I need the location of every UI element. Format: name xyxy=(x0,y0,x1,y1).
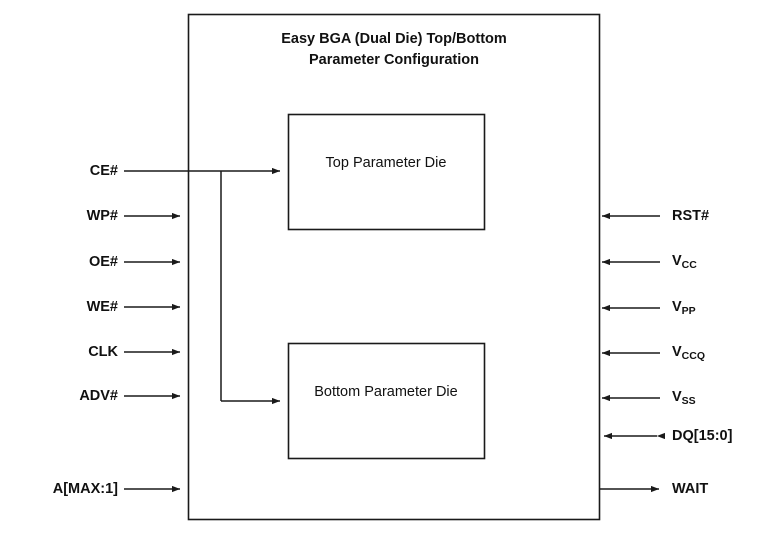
pin-label-we: WE# xyxy=(86,299,118,315)
pin-label-vpp: VPP xyxy=(672,299,696,317)
top-parameter-die-block xyxy=(287,113,486,231)
pin-label-vpp-sub: PP xyxy=(681,305,696,317)
pin-label-clk: CLK xyxy=(88,344,118,360)
pin-label-oe: OE# xyxy=(88,254,118,270)
pin-label-wait-base: WAIT xyxy=(672,481,709,497)
pin-label-wait: WAIT xyxy=(672,482,708,497)
package-title-line-2: Parameter Configuration xyxy=(309,52,479,69)
pin-label-vccq: VCCQ xyxy=(672,344,706,362)
bottom-die-label: Bottom Parameter Die xyxy=(314,384,458,400)
pin-label-vcc-sub: CC xyxy=(681,259,697,271)
pin-label-rst: RST# xyxy=(672,209,709,224)
pin-label-vss-sub: SS xyxy=(681,395,696,407)
pin-label-vcc-base: V xyxy=(672,253,682,269)
pin-label-vss: VSS xyxy=(672,389,696,407)
pin-label-adv: ADV# xyxy=(79,388,118,404)
pin-label-ce: CE# xyxy=(89,163,118,179)
pin-label-vss-base: V xyxy=(672,389,682,405)
package-title-line-1: Easy BGA (Dual Die) Top/Bottom xyxy=(281,31,507,47)
pin-label-vccq-sub: CCQ xyxy=(681,350,706,362)
pin-label-rst-base: RST# xyxy=(672,208,710,224)
pin-label-dq-base: DQ[15:0] xyxy=(672,428,733,444)
bottom-parameter-die-block xyxy=(287,342,486,460)
pin-label-vcc: VCC xyxy=(672,253,697,271)
pin-label-amax: A[MAX:1] xyxy=(52,481,118,497)
signal-line-ce xyxy=(124,167,281,405)
top-die-label: Top Parameter Die xyxy=(325,155,447,171)
pin-label-dq: DQ[15:0] xyxy=(672,429,732,444)
pin-label-wp: WP# xyxy=(86,208,118,224)
pin-label-vpp-base: V xyxy=(672,299,682,315)
pin-label-vccq-base: V xyxy=(672,344,682,360)
package-title: Easy BGA (Dual Die) Top/Bottom Parameter… xyxy=(229,29,559,71)
